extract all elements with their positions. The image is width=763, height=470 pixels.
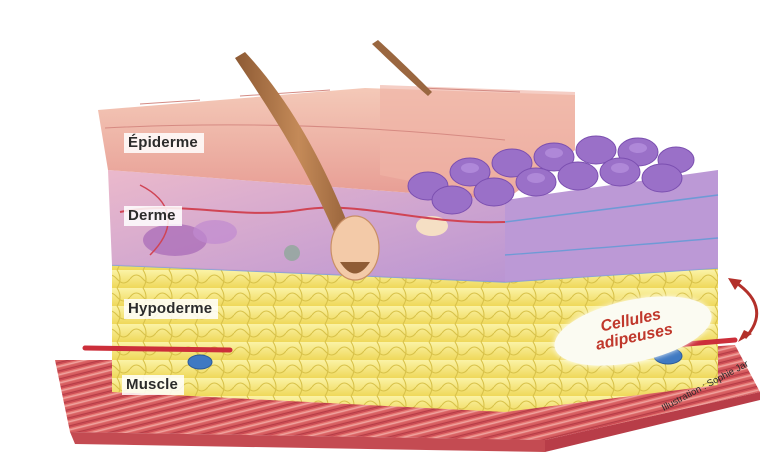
label-hypoderme: Hypoderme bbox=[124, 299, 218, 319]
thickness-arrow bbox=[728, 278, 757, 342]
label-derme: Derme bbox=[124, 206, 182, 226]
label-epiderme: Épiderme bbox=[124, 133, 204, 153]
label-muscle: Muscle bbox=[122, 375, 184, 395]
